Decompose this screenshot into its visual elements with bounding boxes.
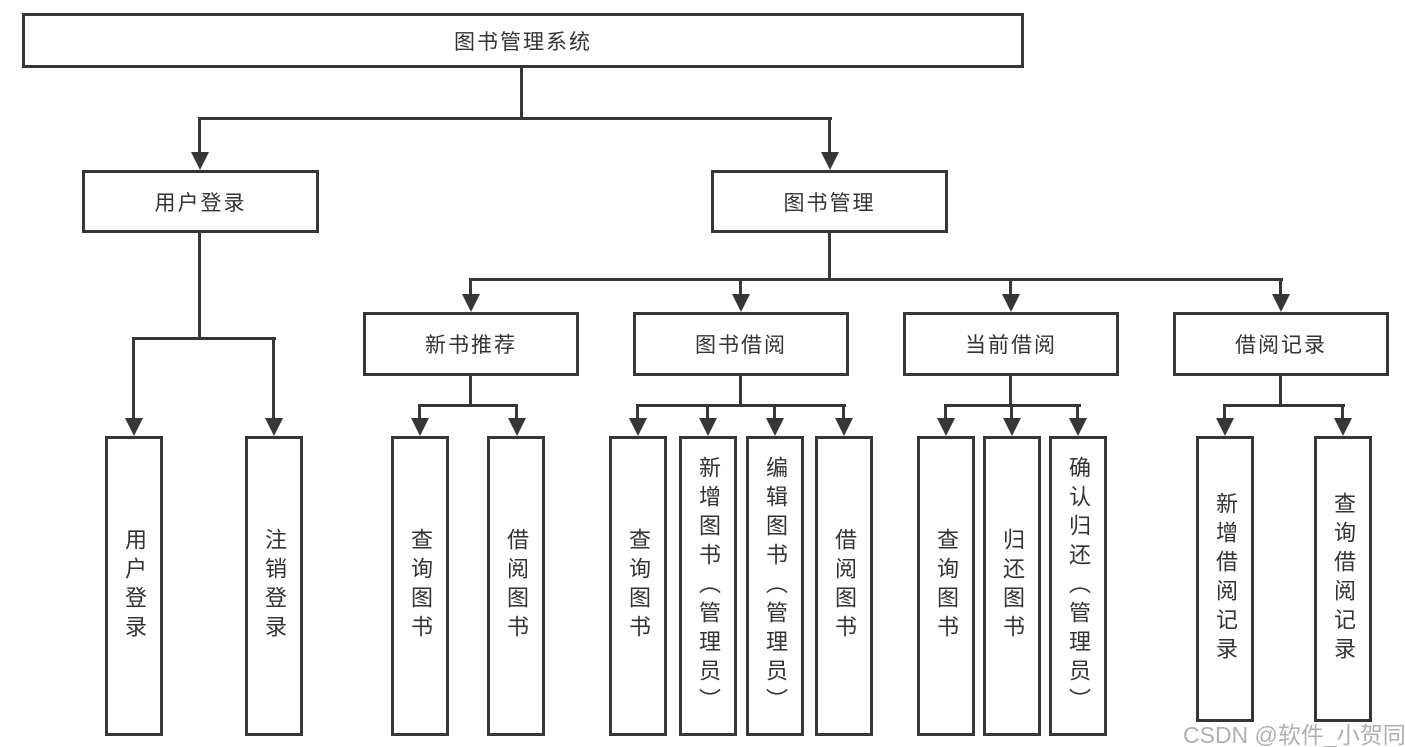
leaf-label: 查询图书	[934, 528, 959, 644]
connector-line	[1223, 404, 1345, 407]
leaf-return-books: 归还图书	[983, 436, 1041, 736]
arrowhead-icon	[1069, 418, 1087, 436]
leaf-add-borrow-record: 新增借阅记录	[1196, 436, 1254, 722]
arrowhead-icon	[1003, 418, 1021, 436]
connector-line	[842, 404, 845, 420]
connector-line	[1009, 376, 1012, 407]
arrowhead-icon	[1272, 294, 1290, 312]
connector-line	[418, 404, 518, 407]
connector-line	[198, 117, 201, 154]
node-current-borrowing: 当前借阅	[903, 312, 1119, 376]
connector-line	[1009, 278, 1012, 296]
leaf-label: 查询图书	[626, 528, 651, 644]
arrowhead-icon	[629, 418, 647, 436]
connector-line	[1279, 278, 1282, 296]
leaf-label: 借阅图书	[832, 528, 857, 644]
leaf-label: 查询借阅记录	[1331, 492, 1356, 666]
node-new-book-recommend: 新书推荐	[363, 312, 579, 376]
connector-line	[198, 117, 832, 120]
leaf-edit-books-admin: 编辑图书（管理员）	[746, 436, 804, 736]
arrowhead-icon	[265, 418, 283, 436]
arrowhead-icon	[1002, 294, 1020, 312]
arrowhead-icon	[937, 418, 955, 436]
node-label: 借阅记录	[1235, 334, 1327, 357]
arrowhead-icon	[699, 418, 717, 436]
node-label: 用户登录	[154, 191, 247, 215]
arrowhead-icon	[191, 152, 209, 170]
connector-line	[1279, 376, 1282, 407]
node-book-management: 图书管理	[711, 170, 948, 233]
arrowhead-icon	[766, 418, 784, 436]
connector-line	[1341, 404, 1344, 420]
leaf-label: 借阅图书	[504, 528, 529, 644]
node-label: 新书推荐	[425, 334, 517, 357]
connector-line	[636, 404, 639, 420]
connector-line	[1010, 404, 1013, 420]
leaf-label: 注销登录	[262, 528, 287, 644]
leaf-label: 新增图书（管理员）	[696, 455, 721, 717]
arrowhead-icon	[411, 418, 429, 436]
arrowhead-icon	[1334, 418, 1352, 436]
leaf-add-books-admin: 新增图书（管理员）	[679, 436, 737, 736]
connector-line	[828, 117, 831, 154]
connector-line	[706, 404, 709, 420]
leaf-label: 归还图书	[1000, 528, 1025, 644]
leaf-query-books-current: 查询图书	[917, 436, 975, 736]
node-book-management-system: 图书管理系统	[22, 13, 1024, 68]
leaf-query-books-borrow: 查询图书	[609, 436, 667, 736]
node-label: 图书管理系统	[454, 30, 592, 54]
arrowhead-icon	[125, 418, 143, 436]
leaf-borrow-books-recommend: 借阅图书	[487, 436, 545, 736]
connector-line	[739, 376, 742, 407]
connector-line	[828, 233, 831, 281]
arrowhead-icon	[821, 152, 839, 170]
leaf-label: 查询图书	[408, 528, 433, 644]
connector-line	[198, 233, 201, 340]
leaf-query-books-recommend: 查询图书	[391, 436, 449, 736]
connector-line	[132, 337, 135, 420]
connector-line	[1223, 404, 1226, 420]
leaf-label: 用户登录	[122, 528, 147, 644]
node-book-borrowing: 图书借阅	[633, 312, 849, 376]
connector-line	[739, 278, 742, 296]
node-label: 当前借阅	[965, 334, 1057, 357]
arrowhead-icon	[508, 418, 526, 436]
connector-line	[469, 278, 472, 296]
connector-line	[520, 66, 523, 120]
csdn-watermark: CSDN @软件_小贺同学	[1183, 722, 1405, 747]
node-label: 图书管理	[783, 191, 876, 215]
connector-line	[636, 404, 846, 407]
arrowhead-icon	[462, 294, 480, 312]
arrowhead-icon	[835, 418, 853, 436]
leaf-label: 新增借阅记录	[1213, 492, 1238, 666]
connector-line	[469, 376, 472, 407]
connector-line	[515, 404, 518, 420]
connector-line	[418, 404, 421, 420]
node-label: 图书借阅	[695, 334, 787, 357]
node-borrow-records: 借阅记录	[1173, 312, 1389, 376]
connector-line	[132, 337, 276, 340]
connector-line	[1076, 404, 1079, 420]
leaf-logout: 注销登录	[245, 436, 303, 736]
connector-line	[469, 278, 1283, 281]
leaf-query-borrow-record: 查询借阅记录	[1314, 436, 1372, 722]
leaf-label: 编辑图书（管理员）	[763, 455, 788, 717]
leaf-user-login: 用户登录	[105, 436, 163, 736]
arrowhead-icon	[732, 294, 750, 312]
connector-line	[272, 337, 275, 420]
node-user-login: 用户登录	[82, 170, 319, 233]
leaf-label: 确认归还（管理员）	[1066, 455, 1091, 717]
leaf-confirm-return-admin: 确认归还（管理员）	[1049, 436, 1107, 736]
connector-line	[944, 404, 947, 420]
leaf-borrow-books: 借阅图书	[815, 436, 873, 736]
arrowhead-icon	[1216, 418, 1234, 436]
connector-line	[773, 404, 776, 420]
